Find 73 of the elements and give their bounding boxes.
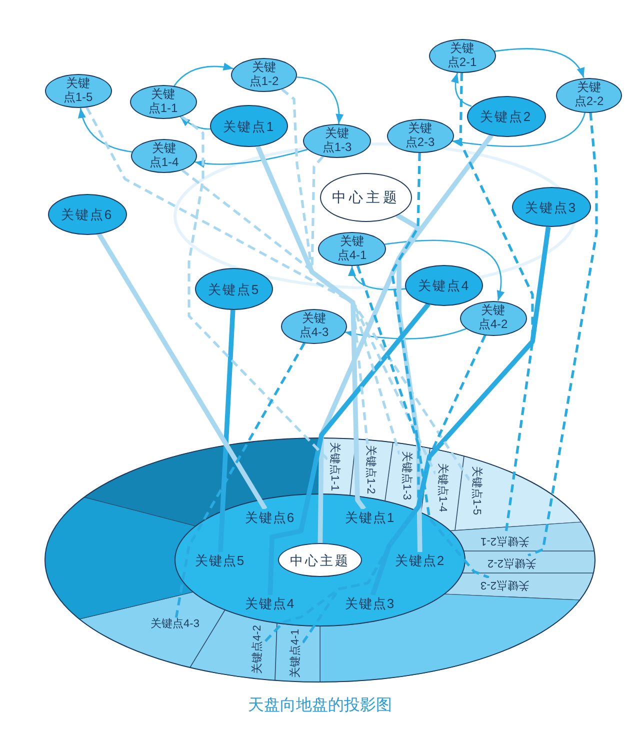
arrow: [296, 76, 344, 124]
ring-label: 关键点1-4: [436, 462, 448, 512]
ring-label: 关键点2-3: [480, 578, 530, 590]
ring-label: 关键点4-1: [290, 628, 302, 678]
arrow: [78, 108, 132, 153]
node-label: 中心主题: [332, 190, 400, 204]
node-label: 关键点4-1: [336, 235, 368, 263]
line: [256, 146, 366, 510]
node-label: 关键点4: [418, 278, 470, 292]
arrow: [174, 62, 234, 86]
node-label: 关键点2-1: [446, 42, 478, 70]
key-point-ellipse: [466, 96, 546, 136]
arrow: [344, 328, 467, 340]
dashed-line: [281, 88, 369, 444]
line: [96, 232, 268, 510]
dashed-line: [86, 106, 471, 481]
ring-label: 关键点4-3: [150, 618, 200, 630]
node-label: 关键点1: [222, 120, 276, 132]
dashed-line: [264, 334, 486, 643]
key-point-ellipse: [405, 264, 483, 306]
node-label: 关键点5: [208, 282, 260, 296]
arrow: [494, 48, 584, 78]
line: [370, 226, 551, 596]
arrow: [180, 116, 210, 130]
sub-point-ellipse: [303, 124, 371, 158]
ring-label: 关键点1-5: [470, 465, 482, 515]
arrow: [451, 72, 472, 107]
node-label: 关键点2-2: [573, 81, 605, 109]
dashed-line: [301, 265, 420, 644]
line: [396, 134, 494, 552]
node-label: 关键点1-4: [148, 142, 180, 170]
node-label: 关键点1-5: [62, 77, 94, 105]
ring-label: 关键点1: [345, 509, 395, 525]
caption: 天盘向地盘的投影图: [248, 696, 392, 716]
node-label: 关键点1-1: [147, 88, 179, 116]
dashed-line: [182, 169, 437, 475]
node-label: 关键点3: [524, 200, 578, 214]
dashed-line: [310, 156, 401, 455]
ring-label: 关键点1-2: [364, 444, 376, 494]
sub-point-ellipse: [460, 300, 526, 336]
node-label: 关键点1-2: [248, 61, 280, 89]
ring-label: 关键点2-1: [480, 534, 530, 546]
dashed-line: [459, 72, 534, 534]
dashed-line: [174, 342, 306, 618]
ring-label: 关键点6: [245, 509, 295, 525]
ring-label: 关键点5: [195, 552, 245, 568]
line: [318, 213, 420, 544]
dashed-line: [180, 115, 328, 460]
ring-label: 关键点1-3: [400, 450, 412, 500]
node-label: 中心主题: [290, 554, 350, 566]
arrow: [194, 148, 308, 168]
ring-label: 关键点3: [345, 595, 395, 611]
node-label: 关键点2-3: [404, 122, 436, 150]
arrow: [452, 112, 586, 147]
ring-label: 关键点1-1: [328, 441, 340, 491]
ring-label: 关键点2: [395, 552, 445, 568]
node-label: 关键点4-2: [477, 304, 509, 332]
node-label: 关键点1-3: [321, 127, 353, 155]
ring-label: 关键点2-2: [487, 556, 537, 568]
line: [218, 310, 236, 552]
node-label: 关键点2: [480, 110, 532, 122]
sub-point-ellipse: [281, 308, 347, 344]
ring-label: 关键点4: [245, 595, 295, 611]
arrow: [384, 240, 504, 301]
sub-point-ellipse: [386, 119, 454, 153]
sub-point-ellipse: [231, 58, 297, 92]
sub-point-ellipse: [131, 139, 197, 173]
node-label: 关键点6: [60, 208, 114, 220]
dashed-line: [528, 112, 598, 557]
ring-label: 关键点4-2: [252, 624, 264, 674]
dashed-line: [390, 152, 490, 579]
arrow: [348, 266, 406, 290]
node-label: 关键点4-3: [298, 312, 330, 340]
